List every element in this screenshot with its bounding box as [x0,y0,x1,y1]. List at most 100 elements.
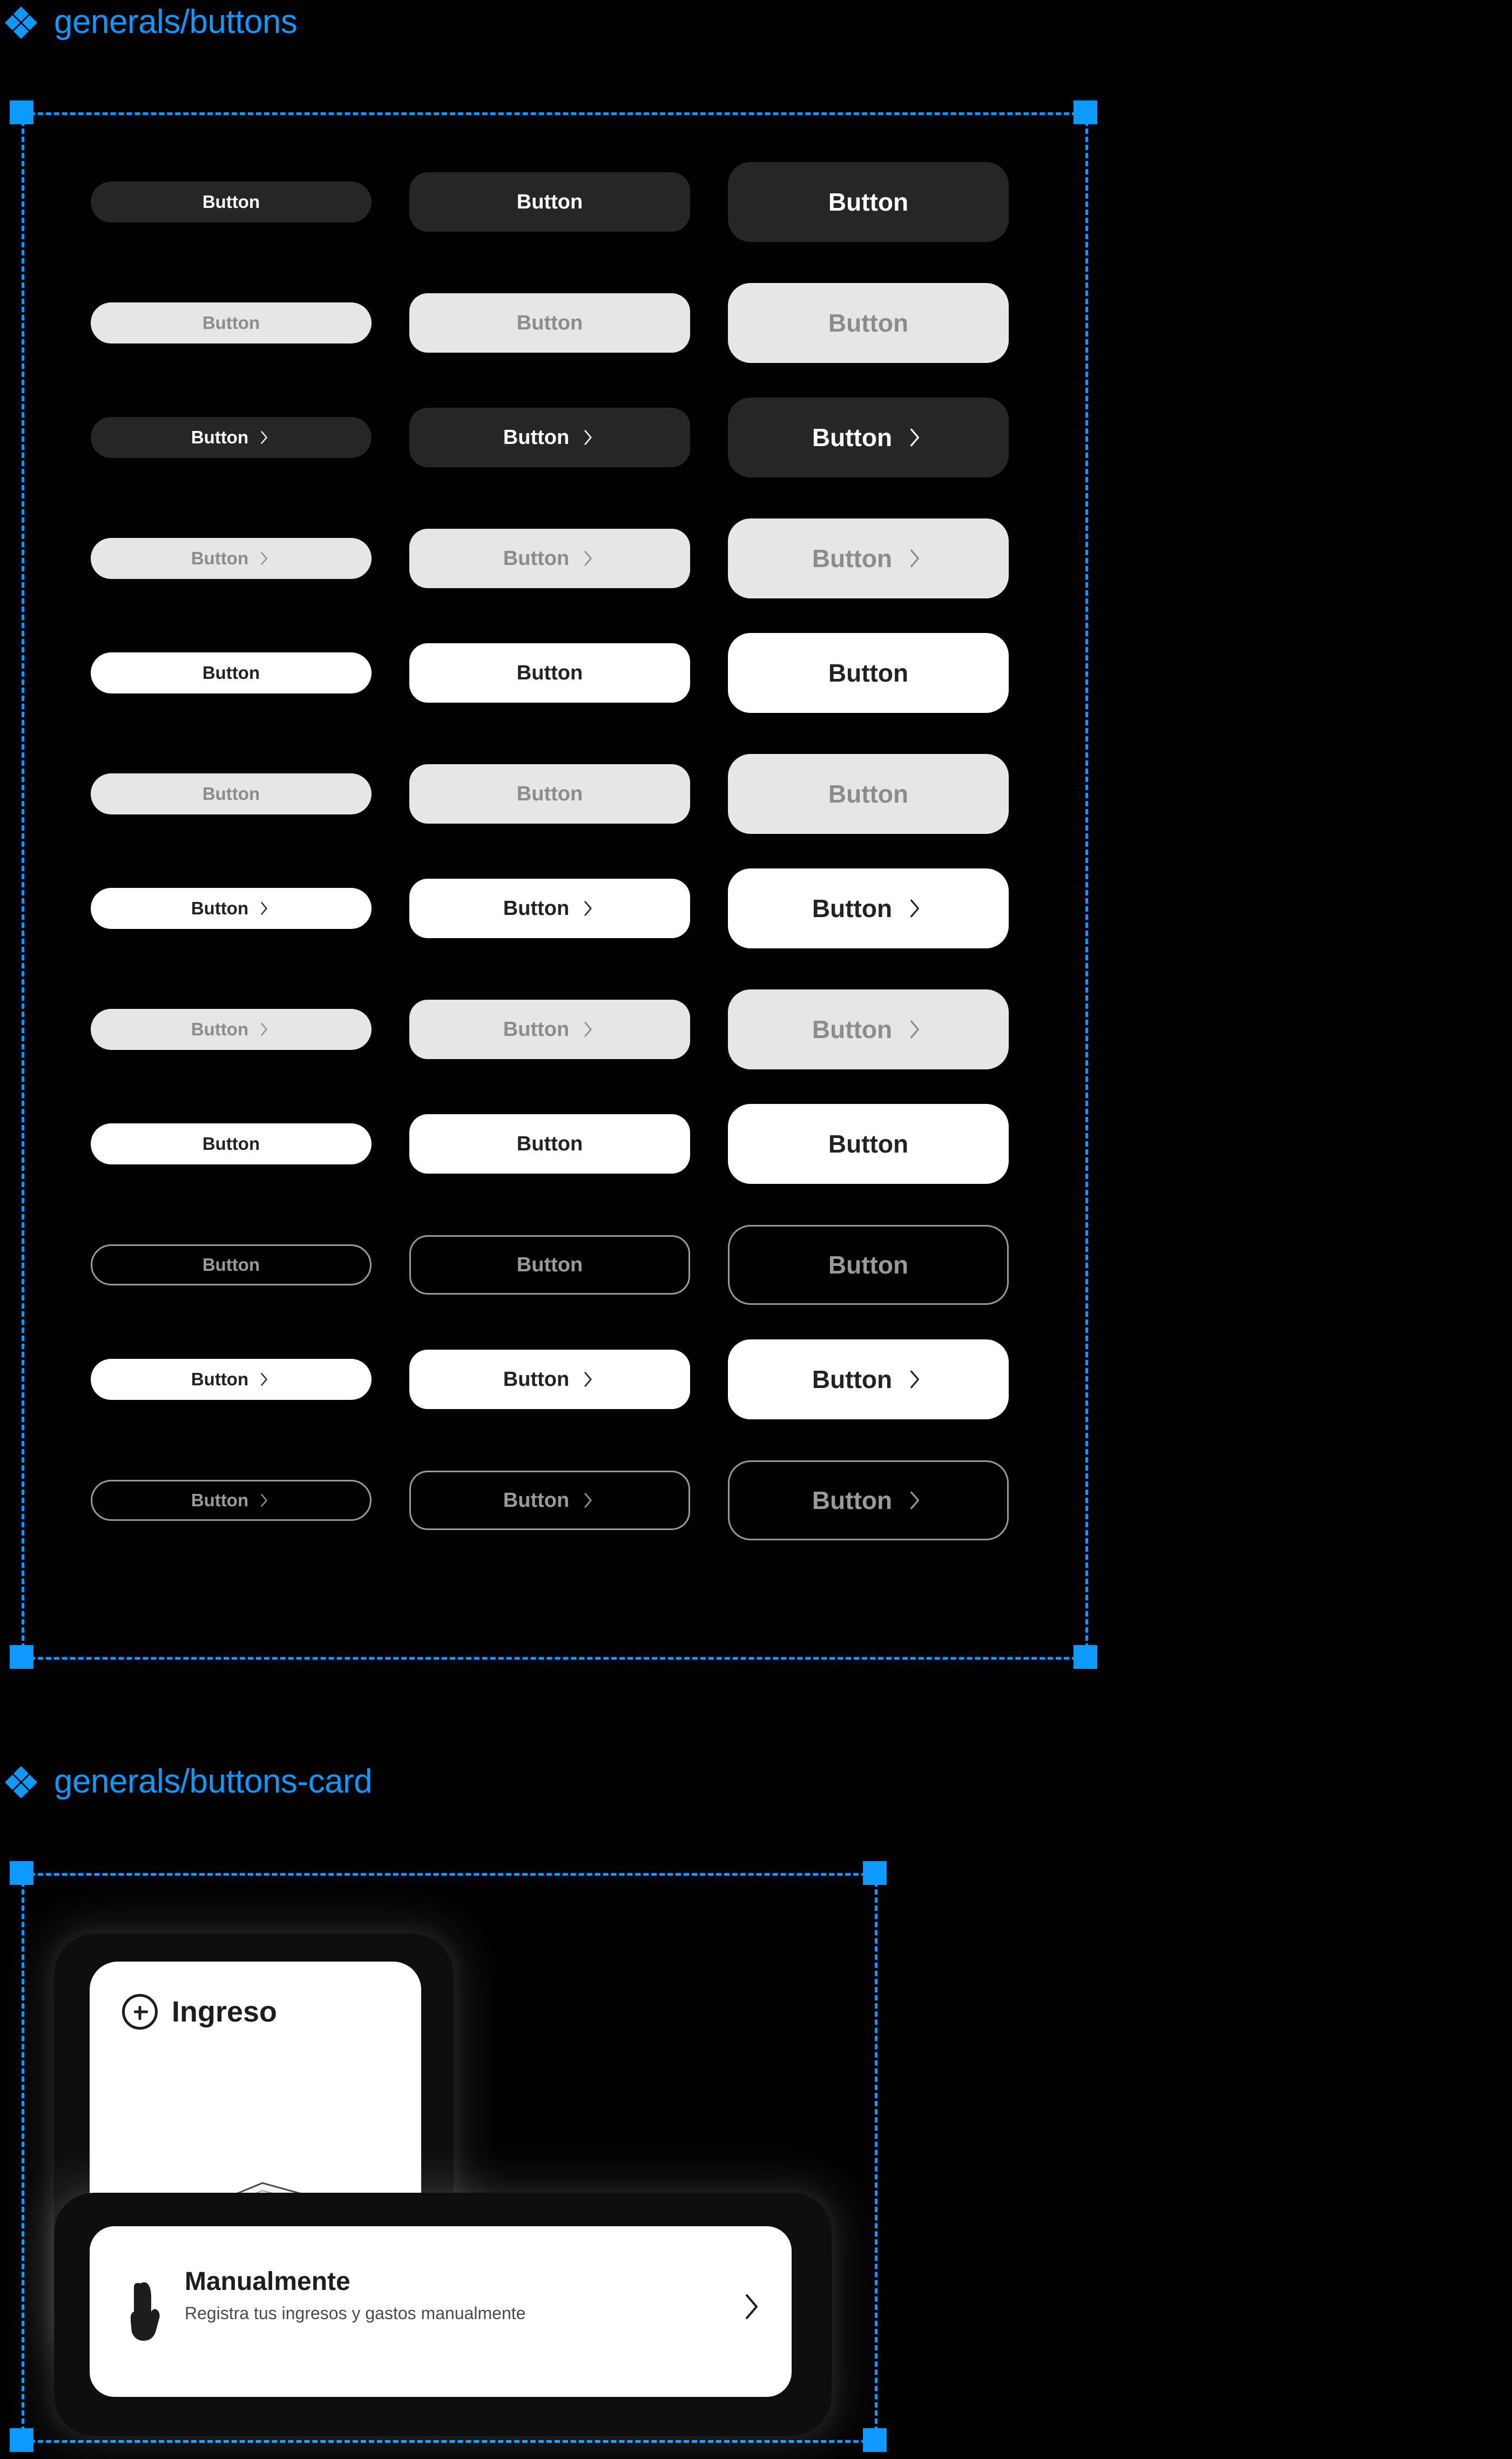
chevron-right-icon [905,1020,924,1039]
button-large-disabled-chevron: Button [728,989,1009,1069]
chevron-right-icon [257,1372,271,1386]
chevron-right-icon [257,430,271,444]
chevron-right-icon [580,429,596,446]
button-label: Button [503,1488,570,1512]
button-large-dark-chevron[interactable]: Button [728,398,1009,477]
button-large-disabled-chevron: Button [728,518,1009,598]
button-medium-dark-chevron[interactable]: Button [409,408,690,467]
button-label: Button [828,659,909,687]
button-medium-disabled: Button [409,293,690,353]
button-medium-light-chevron[interactable]: Button [409,879,690,938]
button-medium-light[interactable]: Button [409,1114,690,1174]
component-header-buttons[interactable]: generals/buttons [4,3,298,41]
button-large-light-chevron[interactable]: Button [728,1339,1009,1419]
button-label: Button [812,1486,893,1514]
chevron-right-icon [580,1021,596,1038]
chevron-right-icon [905,549,924,568]
button-small-dark[interactable]: Button [91,181,372,223]
button-label: Button [812,1015,893,1043]
ingreso-card-title: Ingreso [172,1996,278,2028]
button-small-light-chevron[interactable]: Button [91,888,372,929]
chevron-right-icon [580,550,596,567]
button-medium-light-chevron[interactable]: Button [409,1350,690,1409]
component-header-buttons-card[interactable]: generals/buttons-card [4,1763,373,1800]
button-label: Button [202,784,260,804]
button-small-outline: Button [91,1244,372,1285]
button-label: Button [202,313,260,333]
chevron-right-icon [905,1491,924,1510]
button-medium-disabled-chevron: Button [409,529,690,588]
button-label: Button [516,1253,583,1276]
manual-card-subtitle: Registra tus ingresos y gastos manualmen… [185,2303,526,2323]
plus-circle-icon [122,1994,158,2030]
button-label: Button [516,661,583,684]
pointing-hand-icon [131,2280,162,2343]
manual-card[interactable]: Manualmente Registra tus ingresos y gast… [90,2226,792,2397]
button-label: Button [191,1490,249,1510]
button-label: Button [812,894,893,922]
button-medium-dark[interactable]: Button [409,172,690,232]
chevron-right-icon [257,551,271,565]
button-small-disabled: Button [91,302,372,343]
chevron-right-icon [905,428,924,447]
component-title: generals/buttons-card [54,1763,373,1800]
button-small-disabled: Button [91,773,372,814]
manual-card-text: Manualmente Registra tus ingresos y gast… [185,2268,525,2324]
button-label: Button [828,188,909,216]
button-label: Button [828,780,909,808]
button-label: Button [828,1130,909,1158]
button-label: Button [503,897,570,920]
button-large-light[interactable]: Button [728,1104,1009,1184]
button-medium-disabled-chevron: Button [409,1000,690,1059]
button-small-dark-chevron[interactable]: Button [91,417,372,458]
button-label: Button [812,1365,893,1393]
chevron-right-icon [905,1370,924,1389]
button-label: Button [202,663,260,683]
figma-component-diamond-icon [4,1765,38,1798]
button-small-light-chevron[interactable]: Button [91,1359,372,1400]
button-label: Button [516,1132,583,1155]
button-small-light[interactable]: Button [91,652,372,693]
button-label: Button [191,1369,249,1389]
button-large-outline-chevron: Button [728,1460,1009,1540]
button-label: Button [191,427,249,447]
button-label: Button [503,426,570,449]
chevron-right-icon [257,1493,271,1507]
button-medium-light[interactable]: Button [409,643,690,703]
button-label: Button [828,1251,909,1279]
button-small-disabled-chevron: Button [91,538,372,579]
button-label: Button [828,309,909,337]
button-label: Button [202,1134,260,1154]
component-title: generals/buttons [54,3,298,41]
chevron-right-icon [905,899,924,918]
chevron-right-icon [580,1371,596,1387]
button-large-disabled: Button [728,754,1009,834]
button-large-light[interactable]: Button [728,633,1009,713]
button-label: Button [516,311,583,334]
button-small-disabled-chevron: Button [91,1009,372,1050]
button-label: Button [503,1018,570,1041]
button-small-light[interactable]: Button [91,1123,372,1164]
button-large-outline: Button [728,1225,1009,1305]
button-label: Button [812,423,893,452]
button-large-disabled: Button [728,283,1009,363]
chevron-right-icon[interactable] [744,2293,759,2320]
button-medium-outline: Button [409,1235,690,1295]
chevron-right-icon [257,901,271,915]
button-label: Button [503,547,570,570]
chevron-right-icon [257,1022,271,1036]
button-large-light-chevron[interactable]: Button [728,868,1009,948]
chevron-right-icon [580,900,596,917]
button-label: Button [202,192,260,212]
button-label: Button [812,544,893,572]
button-large-dark[interactable]: Button [728,162,1009,242]
button-label: Button [191,898,249,918]
button-small-outline-chevron: Button [91,1480,372,1521]
figma-component-diamond-icon [4,5,38,39]
ingreso-card-header: Ingreso [122,1994,277,2030]
button-label: Button [191,1019,249,1039]
button-label: Button [202,1255,260,1275]
button-label: Button [516,190,583,213]
